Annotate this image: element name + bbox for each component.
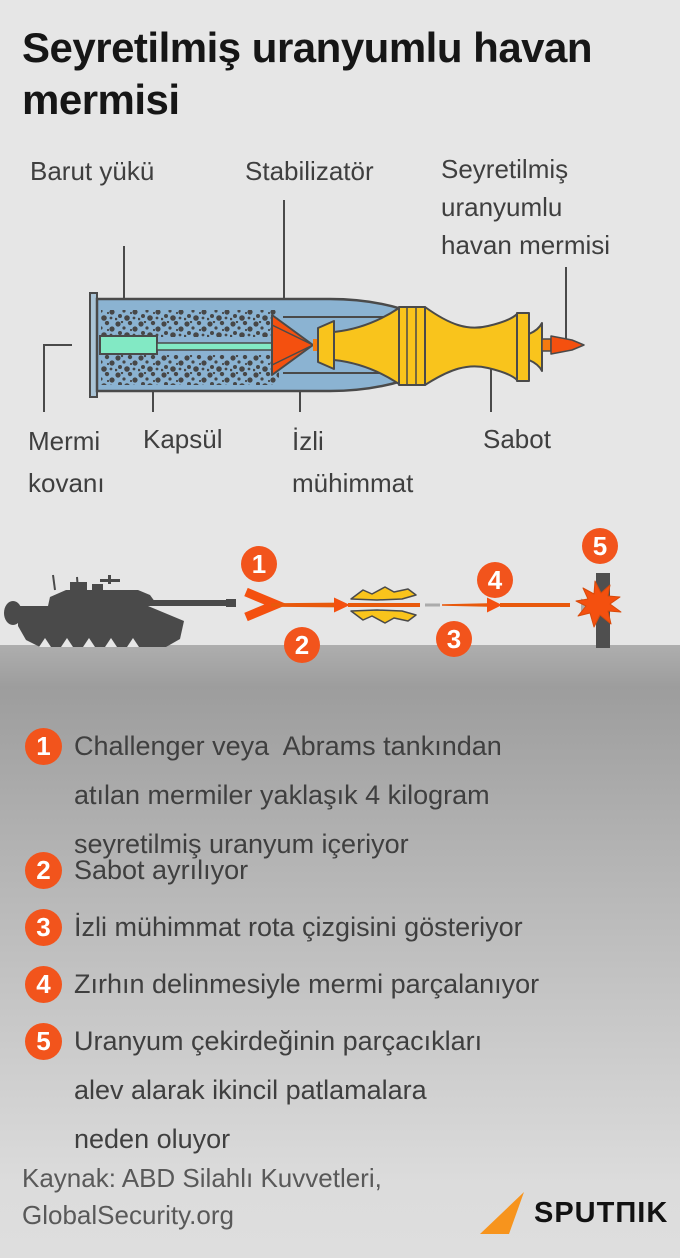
step-text-4: Zırhın delinmesiyle mermi parçalanıyor [74, 969, 540, 999]
sequence-badge-1: 1 [241, 546, 277, 582]
primer-capsule-shape [99, 335, 158, 355]
tracer-fin-line [271, 324, 314, 346]
label-primer: Kapsül [143, 424, 223, 454]
label-powder-charge: Barut yükü [30, 156, 155, 186]
label-tracer: İzli mühimmat [292, 426, 414, 498]
trajectory-dash [425, 603, 440, 607]
sputnik-logo: SPUTΠIK [480, 1192, 668, 1234]
source-credit: Kaynak: ABD Silahlı Kuvvetleri, GlobalSe… [22, 1163, 382, 1230]
step-text-3: İzli mühimmat rota çizgisini gösteriyor [74, 912, 523, 942]
sabot-rear-ring-shape [317, 320, 335, 370]
projectile-trace-line [271, 602, 346, 608]
ground-section [0, 645, 680, 1258]
page-title-line: mermisi [22, 76, 180, 123]
sabot-separation-icon [334, 586, 420, 624]
label-case: Mermi kovanı [28, 426, 105, 498]
tank-icon [4, 574, 236, 647]
sputnik-flag-icon [480, 1192, 524, 1234]
step-badge-5: 5 [25, 1023, 62, 1060]
dart-nose [334, 597, 350, 613]
shell-cross-section-diagram [43, 200, 585, 412]
sabot-petal-lower [350, 609, 417, 624]
dart-arrowhead [487, 597, 502, 613]
step-badge-2: 2 [25, 852, 62, 889]
sputnik-wordmark: SPUTΠIK [534, 1196, 669, 1229]
step-badge-1: 1 [25, 728, 62, 765]
sequence-badge-4: 4 [477, 562, 513, 598]
step-item-1: 1 Challenger veya Abrams tankından atıla… [25, 722, 502, 869]
step-item-5: 5 Uranyum çekirdeğinin parçacıkları alev… [25, 1017, 482, 1164]
sequence-badge-2: 2 [284, 627, 320, 663]
sequence-badge-3: 3 [436, 621, 472, 657]
step-item-2: 2 Sabot ayrılıyor [25, 846, 248, 895]
dart-rod [348, 603, 420, 607]
firing-sequence-diagram [4, 573, 622, 648]
dart-rod-2 [500, 603, 570, 607]
step-item-3: 3 İzli mühimmat rota çizgisini gösteriyo… [25, 903, 523, 952]
sabot-petal-upper [350, 586, 417, 601]
page-title-line: Seyretilmiş uranyumlu havan [22, 24, 593, 71]
rod-step-shape [541, 338, 552, 352]
sabot-flare-shape [528, 322, 543, 372]
tracer-fin-line [271, 344, 314, 366]
label-stabilizer: Stabilizatör [245, 156, 374, 186]
propellant-powder-lower [101, 355, 279, 385]
step-badge-4: 4 [25, 966, 62, 1003]
page-title: Seyretilmiş uranyumlu havan mermisi [22, 22, 593, 126]
tracer-line [442, 603, 487, 607]
step-badge-3: 3 [25, 909, 62, 946]
leader-case [43, 344, 72, 412]
sabot-body-shape [424, 306, 518, 386]
sabot-end-band-shape [516, 312, 530, 382]
sequence-badge-5: 5 [582, 528, 618, 564]
explosion-icon [575, 580, 622, 628]
penetrator-tip-shape [550, 335, 585, 355]
step-item-4: 4 Zırhın delinmesiyle mermi parçalanıyor [25, 960, 539, 1009]
primer-tube-shape [156, 342, 273, 351]
label-du-shell: Seyretilmiş uranyumlu havan mermisi [441, 154, 611, 260]
step-text-5: Uranyum çekirdeğinin parçacıkları alev a… [74, 1026, 483, 1154]
label-sabot: Sabot [483, 424, 551, 454]
step-text-2: Sabot ayrılıyor [74, 855, 249, 885]
sabot-band-shape [398, 306, 426, 386]
propellant-powder-upper [101, 310, 279, 337]
tank-wheel-notches [39, 638, 139, 647]
step-text-1: Challenger veya Abrams tankından atılan … [74, 731, 502, 859]
